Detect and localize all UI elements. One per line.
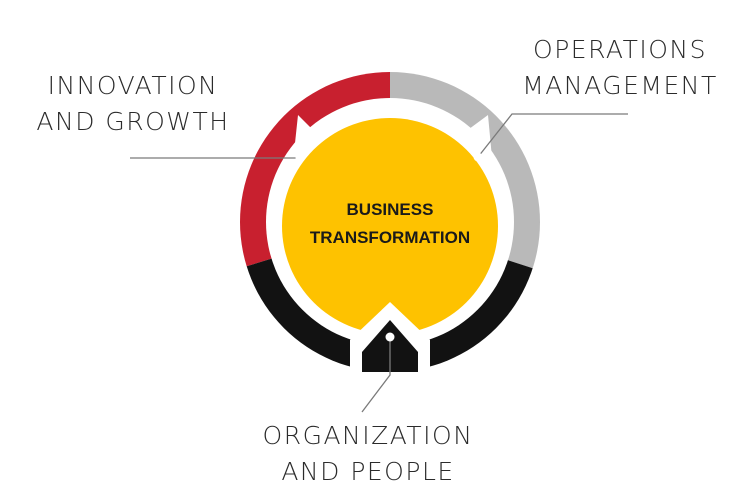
innovation-label-line1: INNOVATION [47,71,219,100]
organization-label-line1: ORGANIZATION [262,421,474,450]
core-label-line1: BUSINESS [346,200,434,219]
operations-label: OPERATIONS MANAGEMENT [505,32,735,104]
organization-label-line2: AND PEOPLE [281,457,455,486]
organization-leader-dot [385,332,395,342]
core-label-line2: TRANSFORMATION [309,228,471,247]
core-circle [282,118,498,334]
organization-leader-line [361,337,391,413]
operations-leader-dot [473,152,483,162]
core-label: BUSINESS TRANSFORMATION [280,196,500,252]
organization-label: ORGANIZATION AND PEOPLE [243,418,493,490]
operations-label-line1: OPERATIONS [533,35,707,64]
operations-leader-line [477,113,628,158]
innovation-leader-dot [295,153,305,163]
innovation-label-line2: AND GROWTH [36,107,230,136]
innovation-label: INNOVATION AND GROWTH [18,68,248,140]
operations-label-line2: MANAGEMENT [522,71,718,100]
